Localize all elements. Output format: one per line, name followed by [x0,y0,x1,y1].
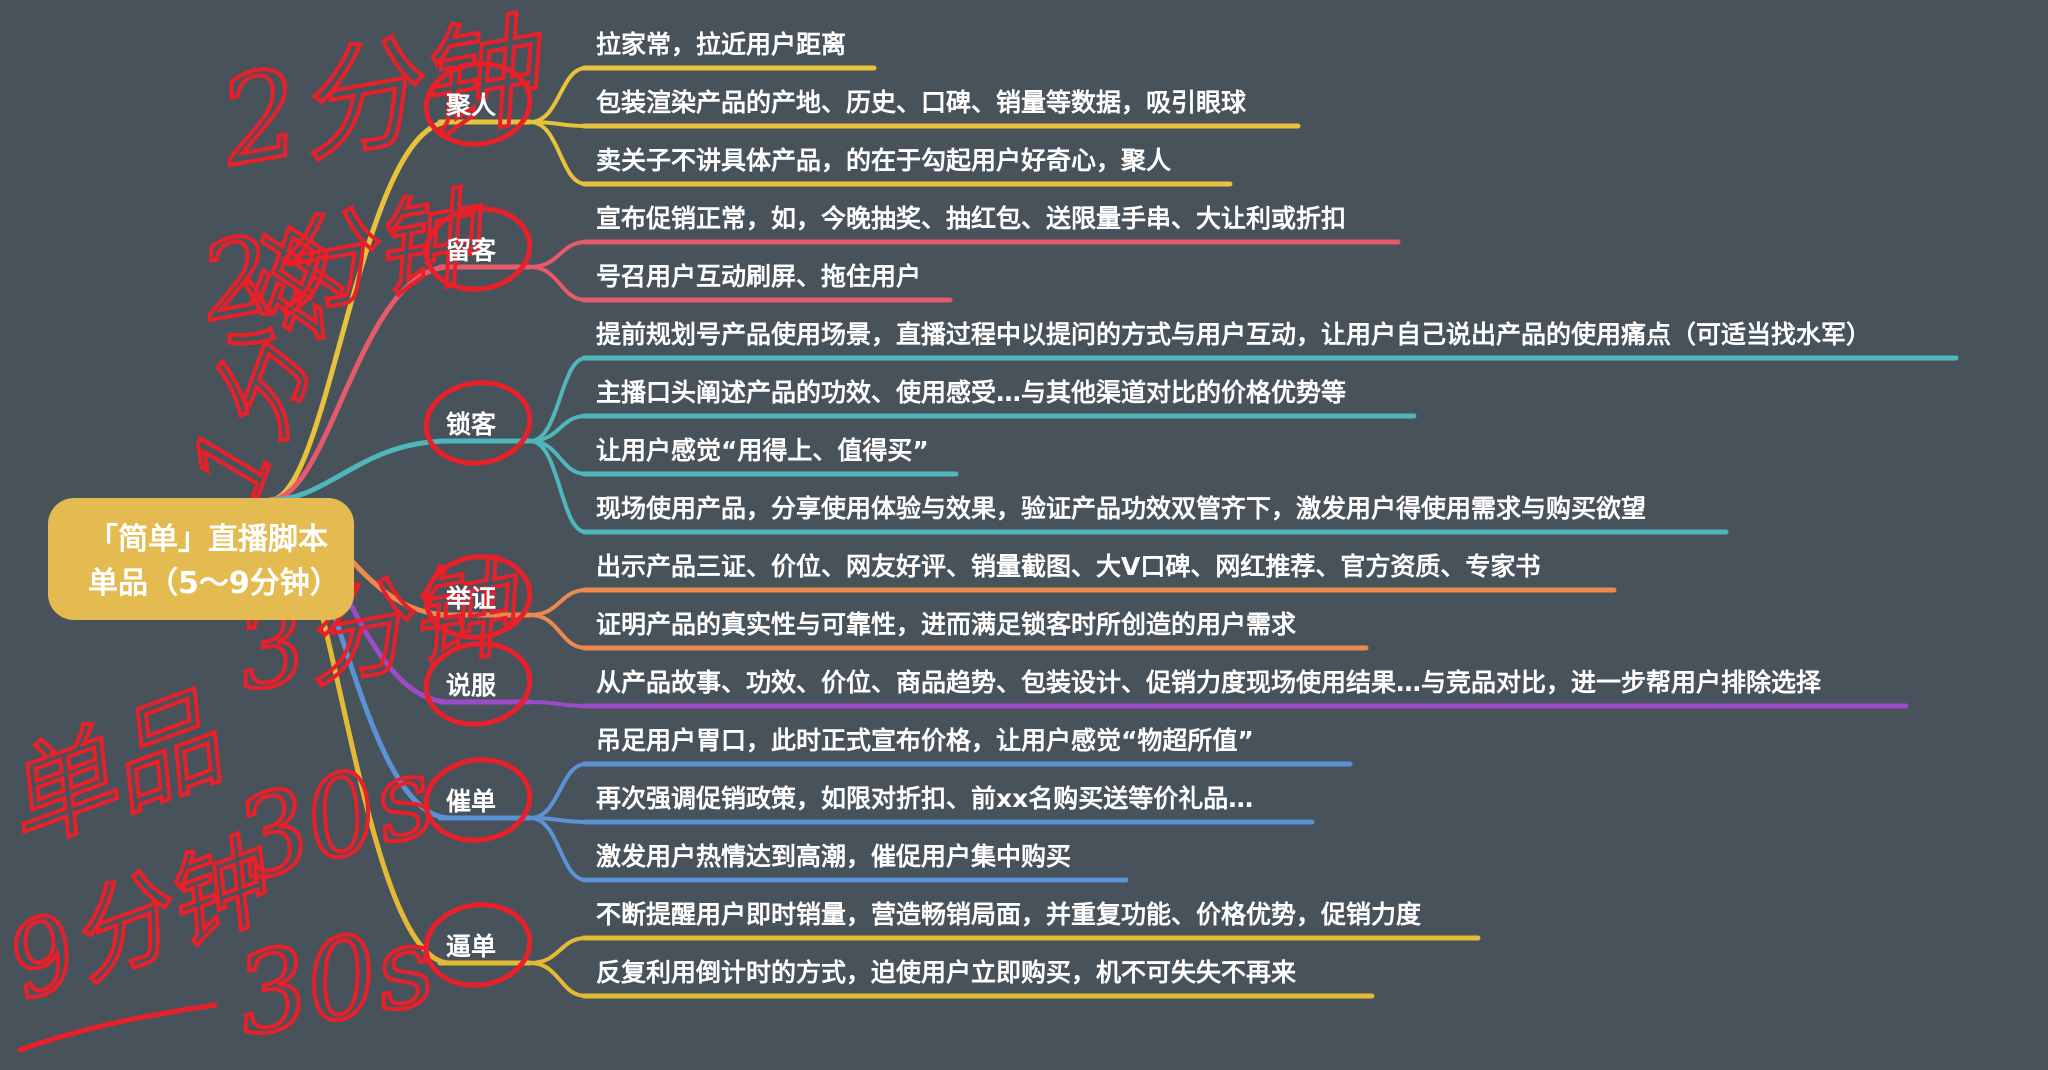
branch-label: 说服 [446,671,497,700]
leaf-item: 现场使用产品，分享使用体验与效果，验证产品功效双管齐下，激发用户得使用需求与购买… [596,494,1647,523]
leaf-item: 让用户感觉“用得上、值得买” [596,436,929,465]
root-node: 「简单」直播脚本 单品（5～9分钟） [48,498,354,620]
leaf-connector [528,120,588,186]
leaf-item: 不断提醒用户即时销量，营造畅销局面，并重复功能、价格优势，促销力度 [596,900,1422,929]
leaf-connector [528,762,588,820]
annotation-circle [423,902,533,988]
leaf-item: 出示产品三证、价位、网友好评、销量截图、大V口碑、网红推荐、官方资质、专家书 [596,552,1541,581]
branch-connector [267,438,453,503]
branch-connector [267,119,453,503]
annotation-circle [423,61,533,147]
leaf-connector [528,816,588,882]
handwritten-note: 2分钟 [210,0,558,194]
leaf-item: 从产品故事、功效、价位、商品趋势、包装设计、促销力度现场使用结果…与竞品对比，进… [596,668,1822,697]
handwritten-underline [17,1002,218,1053]
leaf-connector [528,700,588,708]
leaf-item: 激发用户热情达到高潮，催促用户集中购买 [596,842,1072,871]
leaf-connector [528,961,588,998]
leaf-item: 证明产品的真实性与可靠性，进而满足锁客时所创造的用户需求 [596,610,1297,639]
annotation-circle [423,554,533,640]
branch-label: 催单 [446,787,497,816]
branch-label: 留客 [446,236,497,265]
leaf-item: 反复利用倒计时的方式，迫使用户立即购买，机不可失失不再来 [596,958,1297,987]
annotation-circle [423,206,533,292]
annotation-circle [423,380,533,466]
leaf-connector [528,936,588,965]
leaf-item: 拉家常，拉近用户距离 [596,30,847,59]
branch-connector [267,264,453,503]
leaf-connector [528,356,588,443]
handwritten-note: 1分钟 [168,216,372,513]
leaf-item: 提前规划号产品使用场景，直播过程中以提问的方式与用户互动，让用户自己说出产品的使… [596,320,1872,349]
leaf-connector [528,265,588,302]
leaf-connector [528,588,588,617]
leaf-item: 主播口头阐述产品的功效、使用感受…与其他渠道对比的价格优势等 [596,378,1347,407]
leaf-connector [528,439,588,534]
leaf-item: 吊足用户胃口，此时正式宣布价格，让用户感觉“物超所值” [596,726,1254,755]
leaf-item: 宣布促销正常，如，今晚抽奖、抽红包、送限量手串、大让利或折扣 [596,204,1347,233]
annotation-circle [423,757,533,843]
leaf-item: 号召用户互动刷屏、拖住用户 [596,262,922,291]
root-title-line1: 「简单」直播脚本 [88,522,328,557]
leaf-item: 包装渲染产品的产地、历史、口碑、销量等数据，吸引眼球 [596,88,1247,117]
leaf-item: 卖关子不讲具体产品，的在于勾起用户好奇心，聚人 [596,146,1172,175]
leaf-connector [528,613,588,650]
leaf-item: 再次强调促销政策，如限对折扣、前xx名购买送等价礼品… [596,784,1254,813]
branch-label: 聚人 [446,91,497,120]
branch-label: 锁客 [446,410,497,439]
branch-label: 举证 [446,584,497,613]
branch-label: 逼单 [446,932,497,961]
root-title-line2: 单品（5～9分钟） [88,566,340,601]
annotation-circle [423,641,533,727]
leaf-connector [528,240,588,269]
